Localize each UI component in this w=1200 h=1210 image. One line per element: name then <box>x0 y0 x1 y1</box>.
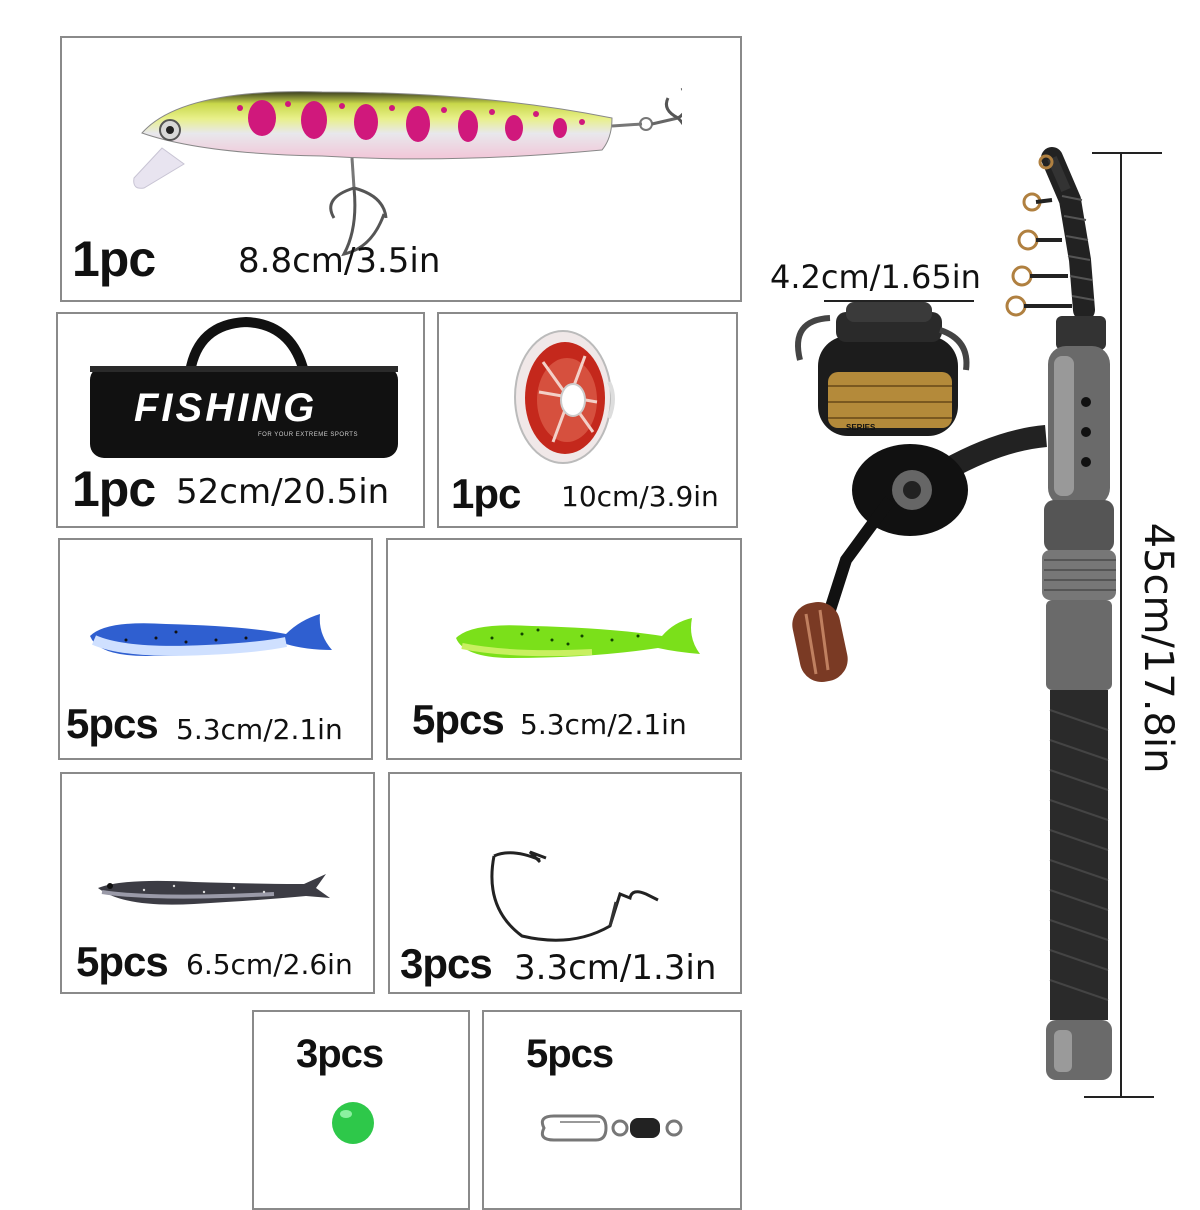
quantity-label: 5pcs <box>526 1032 614 1076</box>
item-card-green-bait: 5pcs 5.3cm/2.1in <box>386 538 742 760</box>
rod-length-bottom-tick <box>1084 1096 1154 1098</box>
quantity-label: 1pc <box>72 461 156 517</box>
quantity-label: 5pcs <box>76 938 169 985</box>
fishing-line-spool-icon <box>514 330 615 464</box>
quantity-label: 3pcs <box>296 1032 384 1076</box>
worm-hook-icon <box>490 850 659 942</box>
quantity-label: 5pcs <box>66 700 159 747</box>
reel-width-line <box>824 300 974 302</box>
rod-length-top-tick <box>1092 152 1162 154</box>
size-label: 5.3cm/2.1in <box>176 713 343 746</box>
quantity-label: 5pcs <box>412 696 505 743</box>
bag-print-text: FISHING <box>134 386 318 430</box>
rod-bag-icon <box>90 316 398 458</box>
item-card-silver-bait: 5pcs 6.5cm/2.6in <box>60 772 375 994</box>
minnow-lure-icon <box>133 88 682 257</box>
quantity-label: 3pcs <box>400 940 493 987</box>
silver-soft-bait-icon <box>98 874 330 905</box>
item-card-beads: 3pcs <box>252 1010 470 1210</box>
reel-width-label: 4.2cm/1.65in <box>770 258 981 296</box>
item-card-hook: 3pcs 3.3cm/1.3in <box>388 772 742 994</box>
size-label: 52cm/20.5in <box>176 472 390 512</box>
size-label: 5.3cm/2.1in <box>520 708 687 741</box>
size-label: 8.8cm/3.5in <box>238 241 441 281</box>
quantity-label: 1pc <box>451 470 521 517</box>
quantity-label: 1pc <box>72 231 156 287</box>
size-label: 3.3cm/1.3in <box>514 948 717 988</box>
rod-length-line <box>1120 152 1122 1098</box>
item-card-bag: FISHING FOR YOUR EXTREME SPORTS 1pc 52cm… <box>56 312 425 528</box>
blue-soft-bait-icon <box>90 614 332 656</box>
item-card-swivels: 5pcs <box>482 1010 742 1210</box>
item-card-blue-bait: 5pcs 5.3cm/2.1in <box>58 538 373 760</box>
telescopic-rod-reel-icon: SERIES <box>792 147 1116 1080</box>
size-label: 6.5cm/2.6in <box>186 948 353 981</box>
green-soft-bait-icon <box>456 618 700 658</box>
item-card-line: 1pc 10cm/3.9in <box>437 312 738 528</box>
swivel-snap-icon <box>540 1114 683 1142</box>
reel-series-label: SERIES <box>846 423 876 432</box>
item-card-lure: 1pc 8.8cm/3.5in <box>60 36 742 302</box>
bead-icon <box>332 1102 374 1144</box>
bag-print-subtext: FOR YOUR EXTREME SPORTS <box>258 432 358 438</box>
rod-length-label: 45cm/17.8in <box>1135 522 1181 774</box>
size-label: 10cm/3.9in <box>561 480 719 513</box>
